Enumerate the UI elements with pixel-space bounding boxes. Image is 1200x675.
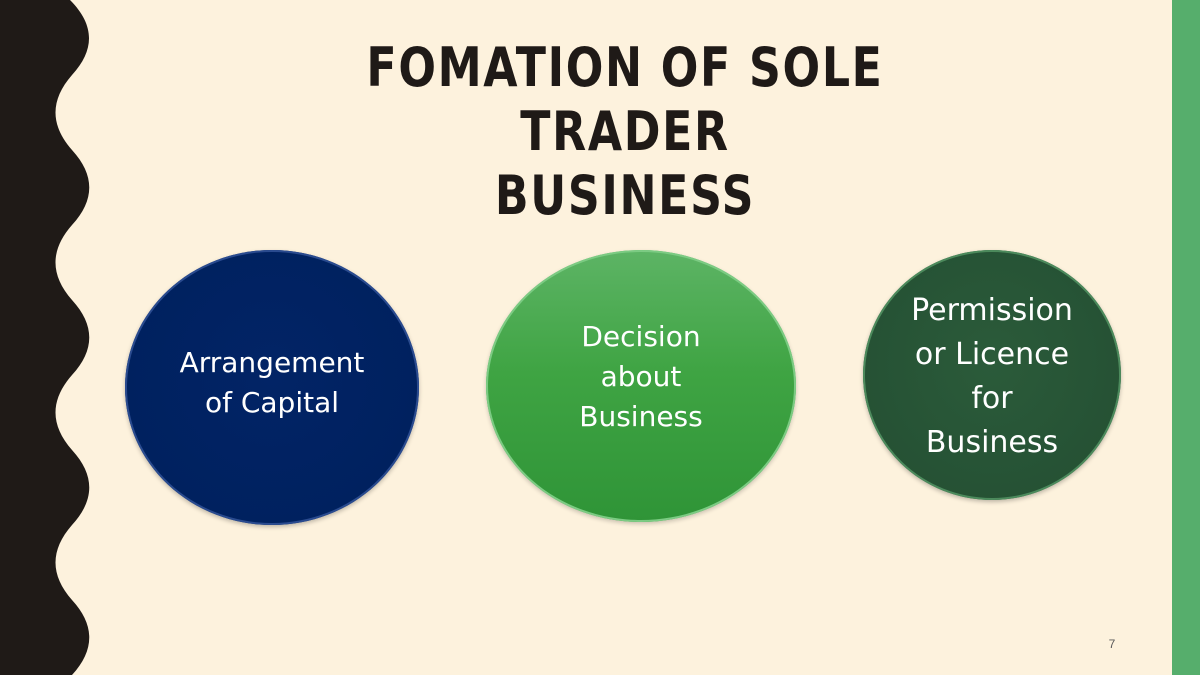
circle-label: Permission or Licence for Business bbox=[911, 293, 1073, 460]
slide-title: FOMATION OF SOLE TRADER BUSINESS bbox=[260, 36, 990, 228]
decision-about-business-circle: Decision about Business bbox=[486, 250, 796, 522]
permission-or-licence-circle: Permission or Licence for Business bbox=[863, 250, 1121, 500]
arrangement-of-capital-circle: Arrangement of Capital bbox=[125, 250, 419, 525]
page-number: 7 bbox=[1108, 637, 1116, 651]
circle-label: Decision about Business bbox=[579, 320, 703, 433]
circle-label: Arrangement of Capital bbox=[179, 345, 365, 419]
slide-title-line-1: FOMATION OF SOLE TRADER bbox=[366, 36, 884, 163]
wavy-left-border bbox=[0, 0, 90, 675]
slide-title-line-2: BUSINESS bbox=[494, 164, 756, 227]
right-accent-bar bbox=[1172, 0, 1200, 675]
